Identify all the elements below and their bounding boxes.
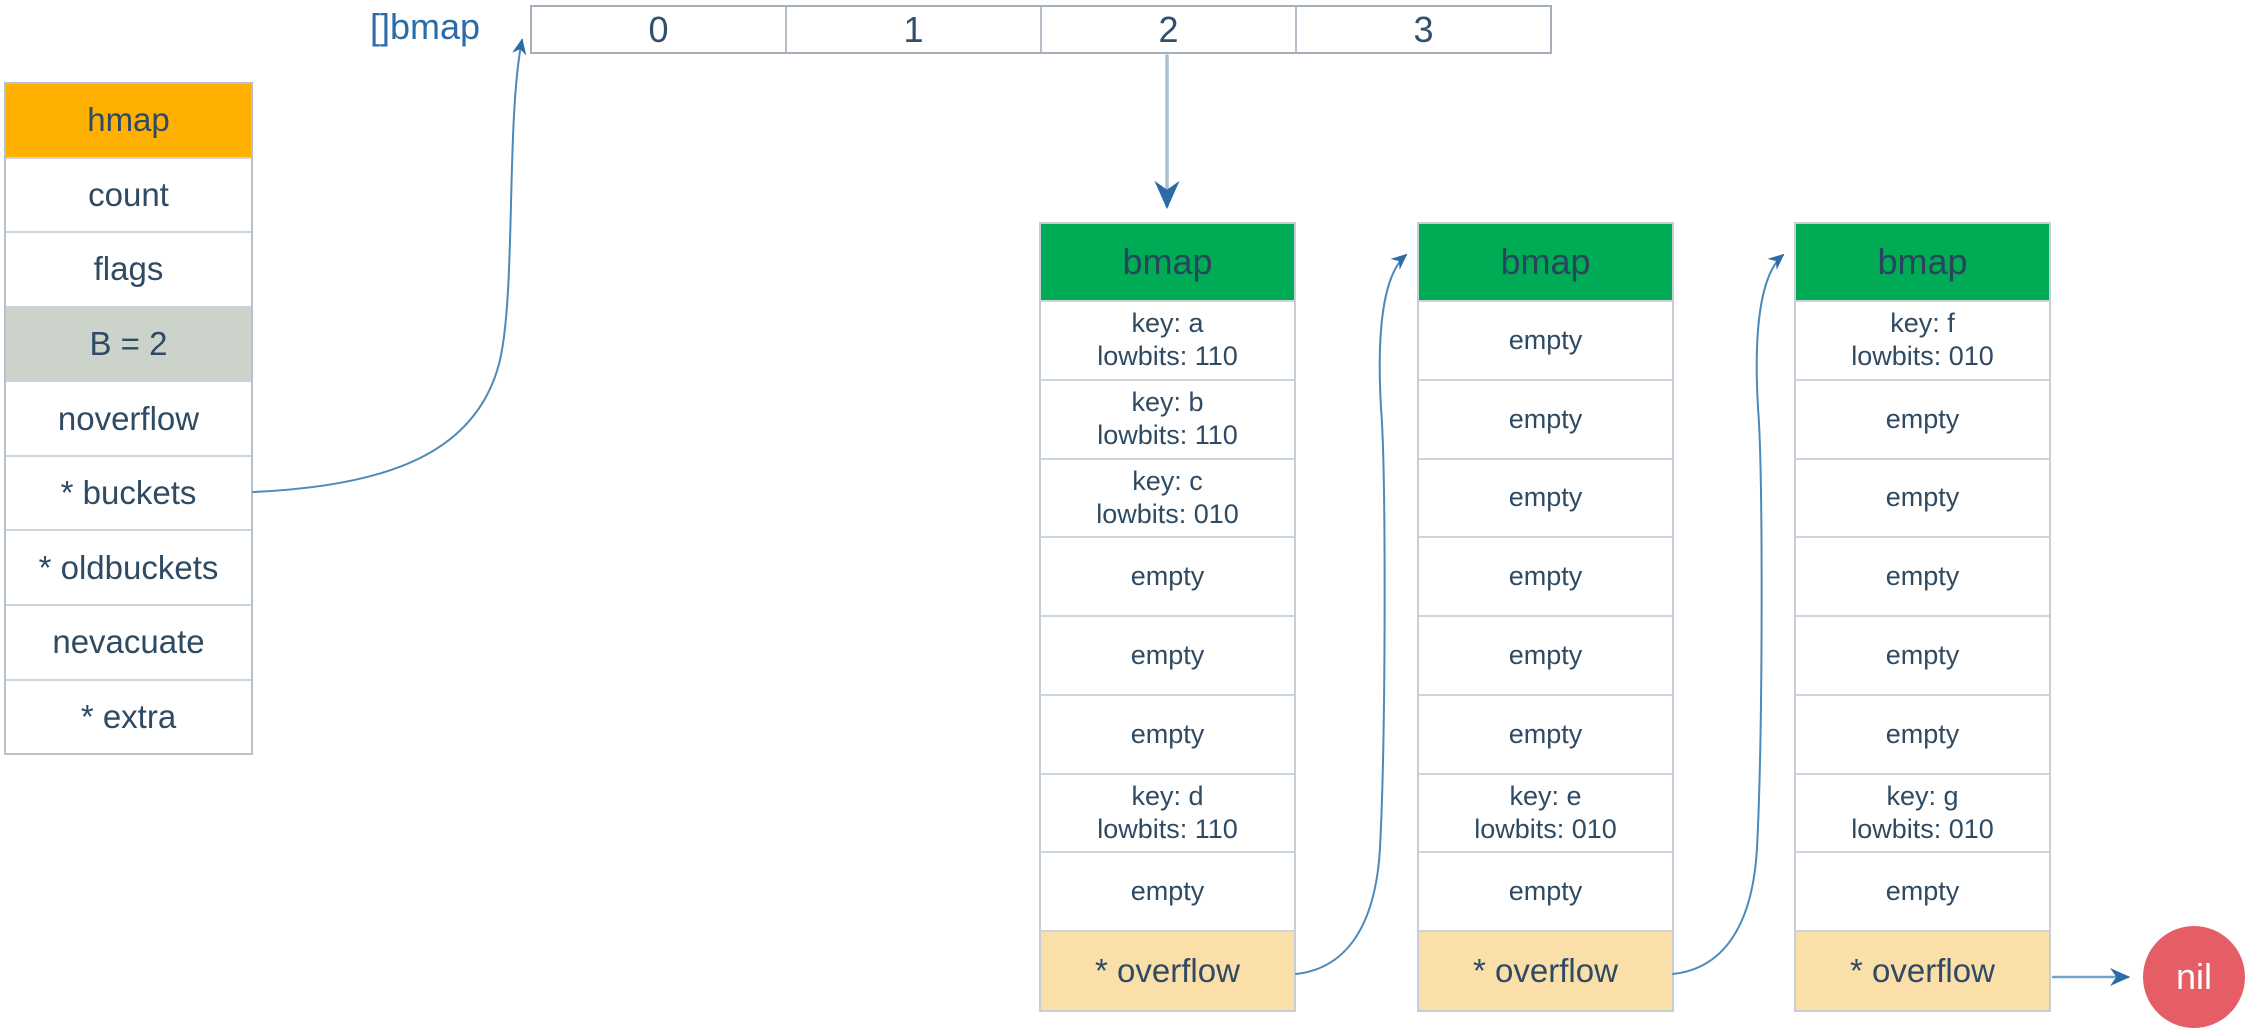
hmap-row-buckets: * buckets [6, 454, 251, 530]
hmap-row-extra: * extra [6, 678, 251, 754]
bucket-2-header: bmap [1419, 224, 1672, 300]
bmap-array-label: []bmap [369, 6, 480, 47]
bucket-3-slot-6: empty [1796, 693, 2049, 773]
hmap-header: hmap [6, 84, 251, 157]
bucket-2-slot-2: empty [1419, 378, 1672, 458]
hmap-row-nevacuate: nevacuate [6, 603, 251, 679]
bucket-3-slot-2: empty [1796, 378, 2049, 458]
bucket-1-header: bmap [1041, 224, 1294, 300]
hmap-row-oldbuckets: * oldbuckets [6, 529, 251, 604]
bucket-3-header: bmap [1796, 224, 2049, 300]
nil-node: nil [2143, 926, 2245, 1028]
bucket-3-overflow: * overflow [1796, 930, 2049, 1010]
bucket-2-overflow: * overflow [1419, 930, 1672, 1010]
bucket-1-slot-8: empty [1041, 851, 1294, 930]
bucket-3-slot-5: empty [1796, 615, 2049, 694]
array-cell-0: 0 [648, 8, 669, 50]
bucket-2-slot-6: empty [1419, 693, 1672, 773]
bucket-1-slot-6: empty [1041, 693, 1294, 773]
bucket-2-slot-5: empty [1419, 615, 1672, 694]
arrow-overflow2-to-bucket3 [1672, 253, 1785, 975]
array-cell-3: 3 [1295, 7, 1550, 52]
hmap-row-count: count [6, 156, 251, 232]
hmap-row-noverflow: noverflow [6, 380, 251, 455]
bucket-2-slot-4: empty [1419, 536, 1672, 615]
bmap-array: 0 1 2 3 [530, 5, 1552, 54]
bucket-2-slot-3: empty [1419, 457, 1672, 537]
arrow-overflow1-to-bucket2 [1295, 253, 1408, 975]
array-cell-1: 1 [785, 7, 1040, 52]
bucket-3-slot-3: empty [1796, 457, 2049, 537]
bucket-2-slot-8: empty [1419, 851, 1672, 930]
array-cell-2: 2 [1040, 7, 1295, 52]
hmap-row-flags: flags [6, 231, 251, 306]
bucket-1-overflow: * overflow [1041, 930, 1294, 1010]
arrow-buckets-to-array [252, 38, 527, 493]
bucket-3-slot-8: empty [1796, 851, 2049, 930]
bucket-2-slot-1: empty [1419, 300, 1672, 379]
bucket-table-2: bmap empty empty empty empty empty empty… [1417, 222, 1674, 1012]
bucket-1-slot-4: empty [1041, 536, 1294, 615]
bucket-3-slot-4: empty [1796, 536, 2049, 615]
hmap-table: hmap count flags B = 2 noverflow * bucke… [4, 82, 253, 755]
hmap-row-b: B = 2 [6, 305, 251, 381]
bucket-1-slot-5: empty [1041, 615, 1294, 694]
